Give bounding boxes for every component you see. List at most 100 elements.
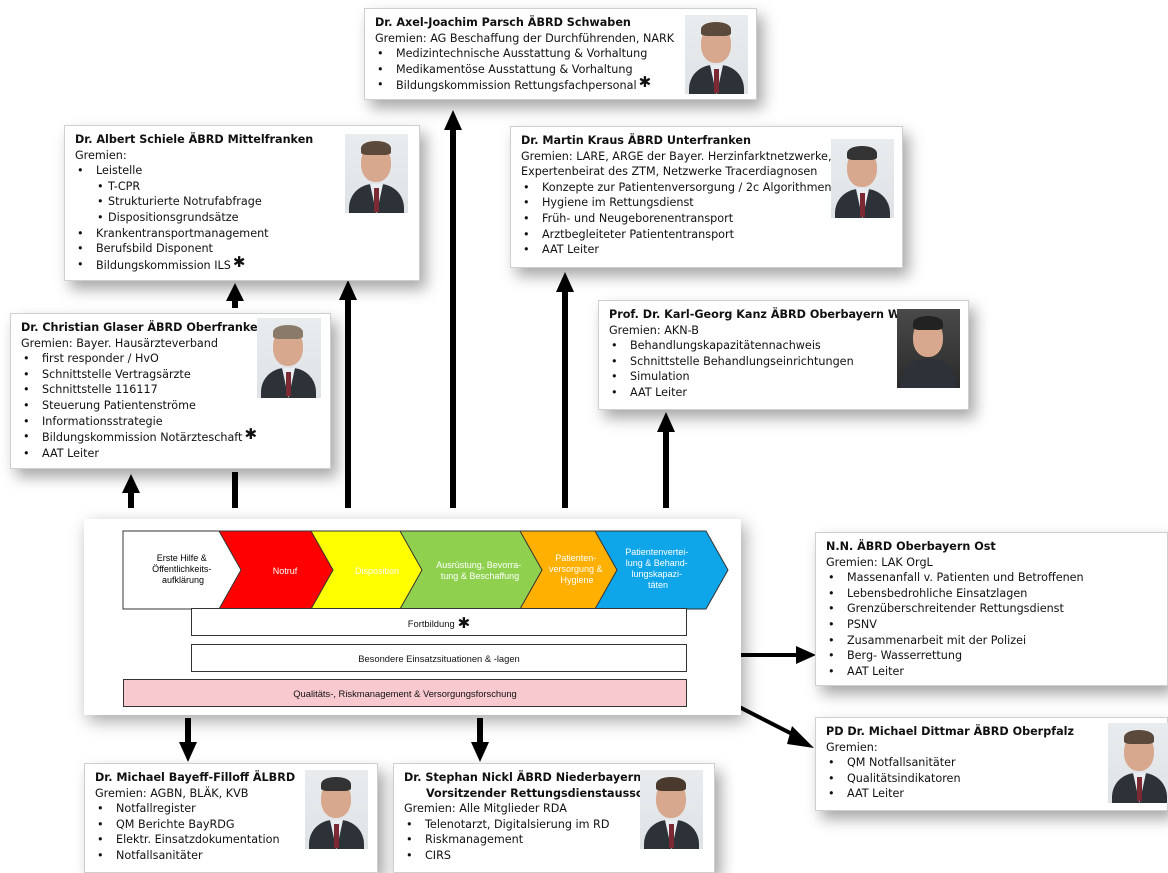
box-title: Dr. Michael Bayeff-Filloff ÄLBRD [95,771,296,784]
box-title: Prof. Dr. Karl-Georg Kanz ÄBRD Oberbayer… [609,308,920,321]
list-item: Telenotarzt, Digitalsierung im RD [404,817,706,833]
step-label-line: Patientenvertei- [625,547,688,557]
step-patientenverteilung [594,530,729,610]
box-title: Dr. Martin Kraus ÄBRD Unterfranken [521,134,751,147]
list-item: Massenanfall v. Patienten und Betroffene… [826,570,1159,586]
list-item: T-CPR [75,179,411,195]
list-item: Zusammenarbeit mit der Polizei [826,633,1159,649]
list-item: Schnittstelle 116117 [21,382,322,398]
step-label-patientenversorgung: Patienten- versorgung & Hygiene [549,553,605,585]
step-label-ausruestung: Ausrüstung, Bevorra- tung & Beschaffung [436,560,524,581]
step-label-erste-hilfe: Erste Hilfe & Öffentlichkeits- aufklärun… [152,553,214,585]
box-gremien: Gremien: LARE, ARGE der Bayer. Herzinfar… [521,149,832,163]
box-kraus: Dr. Martin Kraus ÄBRD Unterfranken Gremi… [510,126,903,268]
list-item: AAT Leiter [21,446,322,462]
box-gremien: Gremien: Alle Mitglieder RDA [404,802,567,816]
list-item: Lebensbedrohliche Einsatzlagen [826,586,1159,602]
fortbildung-label: Fortbildung [407,618,455,629]
box-gremien: Gremien: Bayer. Hausärzteverband [21,336,218,350]
list-item: Arztbegleiteter Patiententransport [521,227,894,243]
list-item: Notfallregister [95,801,369,817]
box-gremien-continued: Expertenbeirat des ZTM, Netzwerke Tracer… [521,165,818,179]
box-gremien: Gremien: [826,740,878,754]
step-label-line: tung & Beschaffung [441,571,519,581]
portrait-photo [257,318,321,398]
box-title-line2: Vorsitzender Rettungsdienstausschuss [426,786,672,800]
asterisk-icon: ✱ [457,615,471,632]
list-item: Grenzüberschreitender Rettungsdienst [826,601,1159,617]
step-label-line: Patienten- [555,553,596,563]
step-label-patientenverteilung: Patientenvertei- lung & Behand- lungskap… [625,547,691,590]
portrait-photo [897,309,960,388]
list-item: Informationsstrategie [21,414,322,430]
list-item: AAT Leiter [609,385,960,401]
step-label-disposition: Disposition [355,566,399,576]
portrait-photo [640,770,703,849]
process-diagram: Erste Hilfe & Öffentlichkeits- aufklärun… [84,519,741,715]
besondere-bar: Besondere Einsatzsituationen & -lagen [191,644,687,672]
step-label-line: täten [648,580,668,590]
box-parsch: Dr. Axel-Joachim Parsch ÄBRD Schwaben Gr… [364,8,757,100]
process-chevrons: Erste Hilfe & Öffentlichkeits- aufklärun… [122,530,729,610]
step-label-line: Öffentlichkeits- [152,564,211,574]
list-item: Schnittstelle Behandlungseinrichtungen [609,354,960,370]
box-title: Dr. Albert Schiele ÄBRD Mittelfranken [75,133,314,146]
portrait-photo [831,139,894,218]
list-item: Behandlungskapazitätennachweis [609,338,960,354]
list-item: Schnittstelle Vertragsärzte [21,367,322,383]
box-schiele: Dr. Albert Schiele ÄBRD Mittelfranken Gr… [64,125,420,281]
step-label-line: Hygiene [560,575,593,585]
box-title: N.N. ÄBRD Oberbayern Ost [826,540,996,553]
box-bayeff: Dr. Michael Bayeff-Filloff ÄLBRD Gremien… [84,763,378,873]
list-item: Simulation [609,369,960,385]
box-title: PD Dr. Michael Dittmar ÄBRD Oberpfalz [826,725,1074,738]
box-title: Dr. Axel-Joachim Parsch ÄBRD Schwaben [375,16,631,29]
list-item: Strukturierte Notrufabfrage [75,194,411,210]
box-gremien: Gremien: LAK OrgL [826,555,933,569]
list-item: Qualitätsindikatoren [826,771,1159,787]
list-item: Bildungskommission Notärzteschaft [21,429,322,446]
list-item: Bildungskommission ILS [75,257,411,274]
box-title: Dr. Christian Glaser ÄBRD Oberfranken [21,321,266,334]
list-item: Berg- Wasserrettung [826,648,1159,664]
list-item: Medizintechnische Ausstattung & Vorhaltu… [375,46,748,62]
list-item: CIRS [404,848,706,864]
list-item: Hygiene im Rettungsdienst [521,195,894,211]
list-item: Früh- und Neugeborenentransport [521,211,894,227]
box-title: Dr. Stephan Nickl ÄBRD Niederbayern [404,771,642,784]
list-item: Notfallsanitäter [95,848,369,864]
list-item: Steuerung Patientenströme [21,398,322,414]
list-item: AAT Leiter [826,664,1159,680]
step-label-line: lungskapazi- [631,569,682,579]
qualitaet-bar: Qualitäts-, Riskmanagement & Versorgungs… [123,679,687,707]
list-item: first responder / HvO [21,351,322,367]
list-item: Berufsbild Disponent [75,241,411,257]
list-item: QM Berichte BayRDG [95,817,369,833]
portrait-photo [1108,723,1168,803]
list-item: Dispositionsgrundsätze [75,210,411,226]
portrait-photo [685,15,748,94]
box-gremien: Gremien: AKN-B [609,323,699,337]
box-kanz: Prof. Dr. Karl-Georg Kanz ÄBRD Oberbayer… [598,300,969,410]
list-item: PSNV [826,617,1159,633]
list-item: Elektr. Einsatzdokumentation [95,832,369,848]
list-item: AAT Leiter [826,786,1159,802]
besondere-label: Besondere Einsatzsituationen & -lagen [358,653,520,664]
fortbildung-bar: Fortbildung✱ [191,608,687,636]
portrait-photo [345,134,408,213]
box-nickl: Dr. Stephan Nickl ÄBRD Niederbayern Vors… [393,763,715,873]
list-item: QM Notfallsanitäter [826,755,1159,771]
step-label-line: versorgung & [549,564,603,574]
step-label-line: Erste Hilfe & [157,553,207,563]
list-item: Leistelle [75,163,411,179]
box-dittmar: PD Dr. Michael Dittmar ÄBRD Oberpfalz Gr… [815,717,1168,811]
box-gremien: Gremien: AGBN, BLÄK, KVB [95,786,249,800]
list-item: Bildungskommission Rettungsfachpersonal [375,77,748,94]
qualitaet-label: Qualitäts-, Riskmanagement & Versorgungs… [293,688,517,699]
step-label-notruf: Notruf [273,566,298,576]
list-item: Konzepte zur Patientenversorgung / 2c Al… [521,180,894,196]
box-gremien: Gremien: [75,148,127,162]
step-label-line: Ausrüstung, Bevorra- [436,560,521,570]
list-item: AAT Leiter [521,242,894,258]
step-label-line: aufklärung [162,575,204,585]
